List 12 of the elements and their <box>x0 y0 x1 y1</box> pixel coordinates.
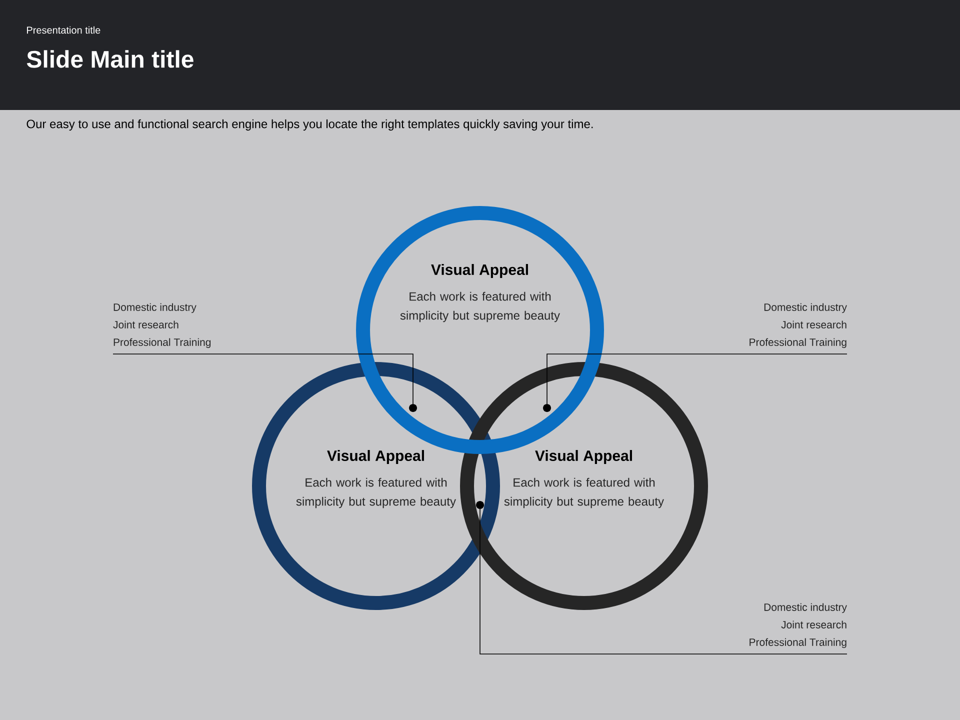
callout-text: Domestic industry Joint research Professional Training <box>750 303 847 348</box>
leader-line <box>546 354 848 404</box>
header-title: Slide Main title <box>26 50 194 68</box>
leader-line <box>112 354 414 404</box>
callout-text: Domestic industry Joint research Professional Training <box>750 603 847 648</box>
leader-dot <box>409 404 417 412</box>
subtitle-text: Our easy to use and functional search engine helps you locate the right templates quickly saving your time. <box>26 119 593 131</box>
leader-dot <box>543 404 551 412</box>
leader-dot <box>476 501 484 509</box>
leader-line <box>480 508 848 654</box>
callout-text: Domestic industry Joint research Professional Training <box>113 303 211 348</box>
presentation-title: Presentation title <box>27 26 100 34</box>
